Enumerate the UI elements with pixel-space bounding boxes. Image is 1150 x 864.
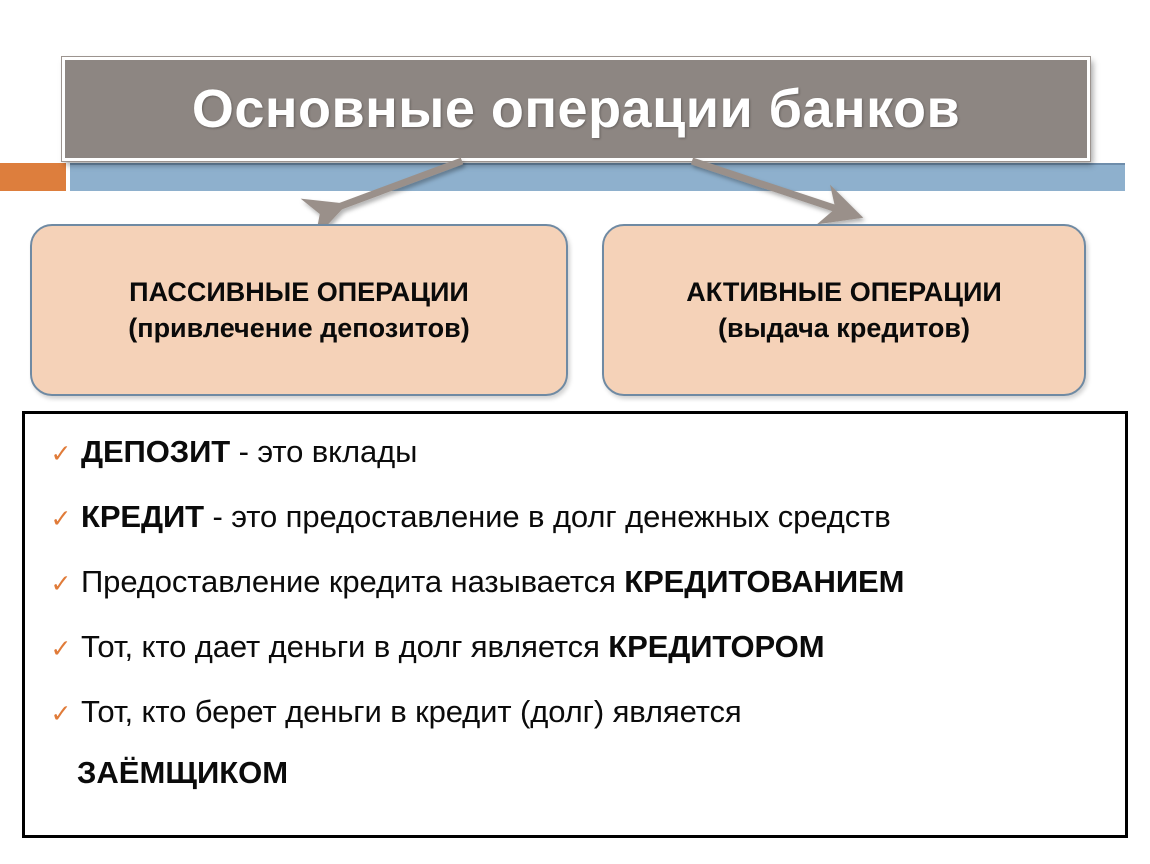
accent-block-orange <box>0 163 66 191</box>
definition-body-4: Тот, кто берет деньги в кредит (долг) яв… <box>81 694 742 729</box>
list-item: ✓ ДЕПОЗИТ - это вклады <box>37 432 1113 490</box>
slide-title-box: Основные операции банков <box>61 56 1091 162</box>
list-item: ✓ КРЕДИТ - это предоставление в долг ден… <box>37 497 1113 555</box>
list-item: ✓ Предоставление кредита называется КРЕД… <box>37 562 1113 620</box>
definition-body-1: - это предоставление в долг денежных сре… <box>203 499 891 534</box>
check-icon: ✓ <box>50 700 72 728</box>
page-title: Основные операции банков <box>191 79 961 139</box>
definition-term-1: КРЕДИТ <box>81 499 204 534</box>
check-icon: ✓ <box>50 505 72 533</box>
check-icon: ✓ <box>50 570 72 598</box>
category-box-active[interactable]: АКТИВНЫЕ ОПЕРАЦИИ (выдача кредитов) <box>602 224 1086 396</box>
definition-text-0: ДЕПОЗИТ - это вклады <box>81 432 1113 472</box>
definition-term-0: ДЕПОЗИТ <box>81 434 231 469</box>
check-icon: ✓ <box>50 635 72 663</box>
list-item: ✓ Тот, кто берет деньги в кредит (долг) … <box>37 692 1113 750</box>
category-passive-subtitle: (привлечение депозитов) <box>128 313 470 343</box>
definition-emphasis-2: КРЕДИТОВАНИЕМ <box>624 564 905 599</box>
accent-bar-blue <box>70 163 1125 191</box>
category-passive-title: ПАССИВНЫЕ ОПЕРАЦИИ <box>129 276 469 307</box>
list-item: ✓ Тот, кто дает деньги в долг является К… <box>37 627 1113 685</box>
definition-emphasis-3: КРЕДИТОРОМ <box>608 629 825 664</box>
check-icon: ✓ <box>50 440 72 468</box>
category-box-passive[interactable]: ПАССИВНЫЕ ОПЕРАЦИИ (привлечение депозито… <box>30 224 568 396</box>
definition-body-2: Предоставление кредита называется <box>81 564 625 599</box>
definition-text-1: КРЕДИТ - это предоставление в долг денеж… <box>81 497 1113 537</box>
category-active-subtitle: (выдача кредитов) <box>717 313 971 343</box>
definition-continuation-4: ЗАЁМЩИКОМ <box>77 755 289 790</box>
definition-text-4: Тот, кто берет деньги в кредит (долг) яв… <box>81 692 1113 732</box>
definition-text-2: Предоставление кредита называется КРЕДИТ… <box>81 562 1113 602</box>
definition-body-0: - это вклады <box>230 434 418 469</box>
definition-text-3: Тот, кто дает деньги в долг является КРЕ… <box>81 627 1113 667</box>
definition-body-3: Тот, кто дает деньги в долг является <box>81 629 609 664</box>
category-active-title: АКТИВНЫЕ ОПЕРАЦИИ <box>686 276 1002 307</box>
definitions-panel: ✓ ДЕПОЗИТ - это вклады ✓ КРЕДИТ - это пр… <box>22 411 1128 838</box>
